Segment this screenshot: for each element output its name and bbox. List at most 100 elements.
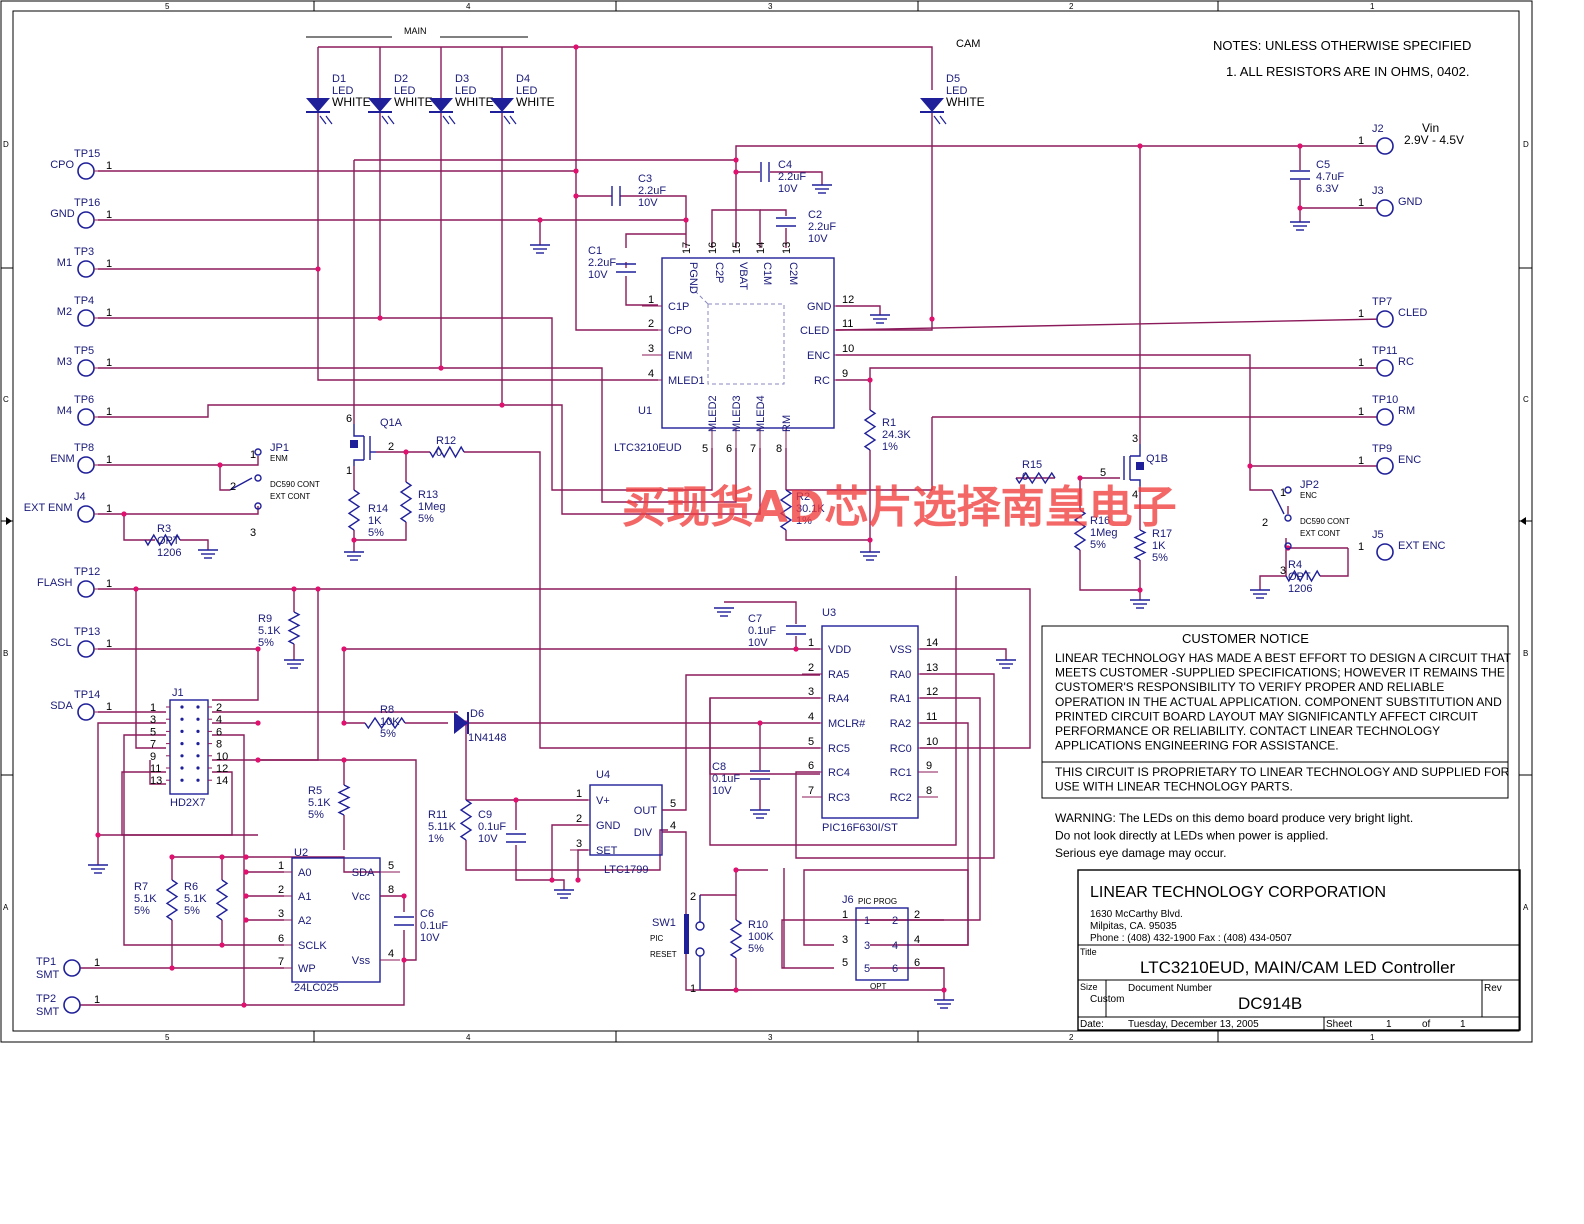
u2-pin-num: 8 <box>388 884 394 896</box>
u3-pin-name: VDD <box>828 644 851 656</box>
j1-ref: J1 <box>172 687 184 699</box>
ground-symbol <box>1130 599 1150 609</box>
resistor-label-2: 1206 <box>1288 583 1312 595</box>
testpoint-pin: 1 <box>1358 541 1364 553</box>
led-color: WHITE <box>946 95 985 109</box>
capacitor-label-0: C7 <box>748 613 762 625</box>
border-row-label: B <box>3 649 8 658</box>
ground-symbol <box>860 551 880 561</box>
warning-line: Serious eye damage may occur. <box>1055 846 1226 860</box>
capacitor-label-0: C1 <box>588 245 602 257</box>
customer-notice-box: CUSTOMER NOTICE LINEAR TECHNOLOGY HAS MA… <box>1041 625 1512 799</box>
testpoint-net: SMT <box>36 1006 60 1018</box>
capacitor-label-1: 0.1uF <box>478 821 506 833</box>
u1-pin-num: 10 <box>842 343 854 355</box>
capacitor-label-0: C5 <box>1316 159 1330 171</box>
led-ref: D1 <box>332 73 346 85</box>
testpoint-ref: TP2 <box>36 993 56 1005</box>
drawing-frame: 5 4 3 2 1 5 4 3 2 1 D C B A D C B A <box>0 0 1533 1043</box>
testpoint-pin: 1 <box>1358 455 1364 467</box>
testpoint-ref: J4 <box>74 491 86 503</box>
u3-ref: U3 <box>822 607 836 619</box>
u1-ref: U1 <box>638 405 652 417</box>
testpoint-ref: TP13 <box>74 626 100 638</box>
jp1-pin: 2 <box>230 481 236 493</box>
ground-symbol <box>284 659 304 669</box>
led-ref: D4 <box>516 73 530 85</box>
jp2-pin: 1 <box>1280 487 1286 499</box>
j6-name: PIC PROG <box>858 897 897 906</box>
ground-symbol <box>88 864 108 874</box>
u4-ref: U4 <box>596 769 610 781</box>
testpoint-ref: TP7 <box>1372 296 1392 308</box>
testpoint-ref: J2 <box>1372 123 1384 135</box>
testpoint-pin: 1 <box>106 503 112 515</box>
capacitor-label-1: 2.2uF <box>778 171 806 183</box>
led-color: WHITE <box>394 95 433 109</box>
testpoint-pin: 1 <box>106 454 112 466</box>
testpoint-ref: TP10 <box>1372 394 1398 406</box>
u3-pin-name: RC0 <box>890 743 912 755</box>
q1a-pin: 6 <box>346 413 352 425</box>
j1-pin-num: 4 <box>216 714 222 726</box>
testpoint-ref: TP6 <box>74 394 94 406</box>
testpoint-net: SDA <box>50 700 73 712</box>
u1-pin-num: 4 <box>648 368 654 380</box>
j1-pin-num: 12 <box>216 763 228 775</box>
u2-pin-num: 5 <box>388 860 394 872</box>
u1-pin-name: CPO <box>668 325 692 337</box>
testpoint-pin: 1 <box>94 994 100 1006</box>
u3-pin-name: RC1 <box>890 767 912 779</box>
u4-part: LTC1799 <box>604 864 648 876</box>
sw1-pic-reset[interactable]: SW1 PIC RESET 2 1 <box>650 891 705 995</box>
resistor-label-0: R4 <box>1288 559 1302 571</box>
u2-pin-name: SCLK <box>298 940 327 952</box>
led-type: LED <box>332 85 353 97</box>
u2-pin-num: 2 <box>278 884 284 896</box>
resistor-r5: R55.1K5% <box>308 784 351 821</box>
docnum-label: Document Number <box>1128 983 1213 994</box>
u3-pin-num: 1 <box>808 637 814 649</box>
resistor-label-0: R14 <box>368 503 388 515</box>
jp2-pin: 2 <box>1262 517 1268 529</box>
capacitor-label-1: 2.2uF <box>808 221 836 233</box>
sheet-label: Sheet <box>1326 1019 1352 1030</box>
u1-pin-name: RC <box>814 375 830 387</box>
j6-pin-num: 2 <box>892 915 898 927</box>
border-row-label: D <box>3 140 9 149</box>
u3-pin-name: RC2 <box>890 792 912 804</box>
border-row-label: C <box>3 395 9 404</box>
jp2-jumper: JP2 ENC DC590 CONT EXT CONT 1 2 3 <box>1262 479 1350 577</box>
testpoint-pin: 1 <box>106 258 112 270</box>
notes-line-1: 1. ALL RESISTORS ARE IN OHMS, 0402. <box>1226 64 1470 79</box>
capacitor-label-2: 10V <box>478 833 498 845</box>
size-value: Custom <box>1090 994 1124 1005</box>
resistor-label-1: 30.1K <box>796 503 825 515</box>
ground-symbol <box>934 999 954 1009</box>
